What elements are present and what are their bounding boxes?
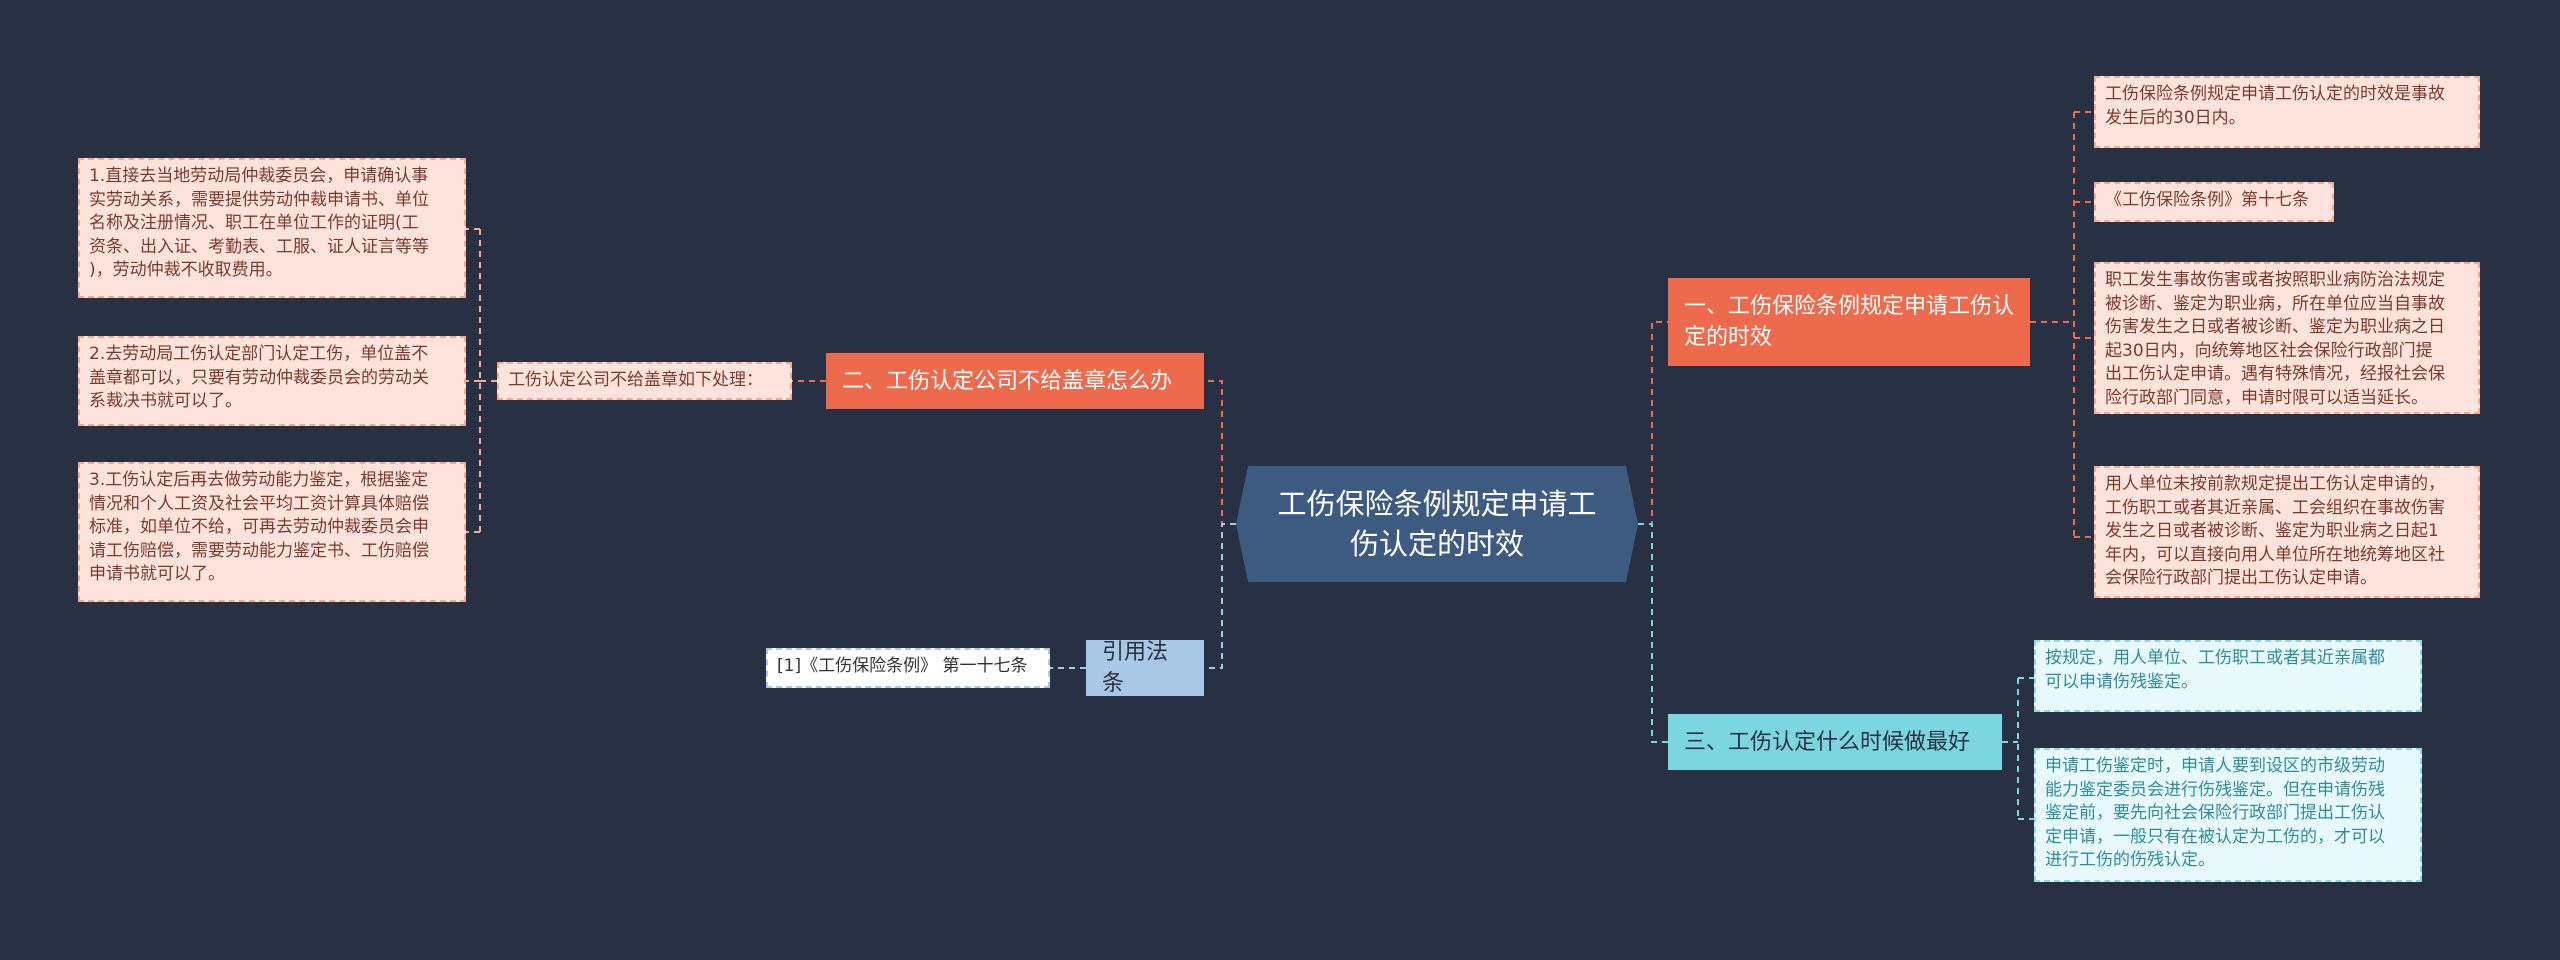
branch-citation[interactable]: 引用法条 xyxy=(1086,640,1204,696)
leaf-no-seal-2[interactable]: 2.去劳动局工伤认定部门认定工伤，单位盖不 盖章都可以，只要有劳动仲裁委员会的劳… xyxy=(78,336,466,426)
connector-root-citation xyxy=(1204,523,1236,669)
connector-branch3-leaves xyxy=(2002,677,2034,820)
leaf-best-time-1[interactable]: 按规定，用人单位、工伤职工或者其近亲属都 可以申请伤残鉴定。 xyxy=(2034,640,2422,712)
connector-sub-leaves xyxy=(466,228,497,533)
connector-root-branch1 xyxy=(1638,321,1668,525)
connector-root-branch3 xyxy=(1638,523,1668,743)
connector-root-branch2 xyxy=(1204,380,1236,525)
leaf-best-time-2[interactable]: 申请工伤鉴定时，申请人要到设区的市级劳动 能力鉴定委员会进行伤残鉴定。但在申请伤… xyxy=(2034,748,2422,882)
branch-best-time[interactable]: 三、工伤认定什么时候做最好 xyxy=(1668,714,2002,770)
sub-topic-no-seal[interactable]: 工伤认定公司不给盖章如下处理： xyxy=(497,362,792,400)
branch-citation-label: 引用法条 xyxy=(1102,640,1169,696)
root-topic-label: 工伤保险条例规定申请工伤认定的时效 xyxy=(1277,487,1597,561)
branch-time-limit-label: 一、工伤保险条例规定申请工伤认定的时效 xyxy=(1684,294,2015,350)
leaf-time-limit-3[interactable]: 职工发生事故伤害或者按照职业病防治法规定 被诊断、鉴定为职业病，所在单位应当自事… xyxy=(2094,262,2480,414)
leaf-citation-1[interactable]: [1]《工伤保险条例》 第一十七条 xyxy=(766,648,1050,688)
leaf-time-limit-1[interactable]: 工伤保险条例规定申请工伤认定的时效是事故 发生后的30日内。 xyxy=(2094,76,2480,148)
leaf-no-seal-3[interactable]: 3.工伤认定后再去做劳动能力鉴定，根据鉴定 情况和个人工资及社会平均工资计算具体… xyxy=(78,462,466,602)
connector-branch1-leaves xyxy=(2030,111,2094,538)
root-topic[interactable]: 工伤保险条例规定申请工伤认定的时效 xyxy=(1236,466,1638,582)
leaf-no-seal-1[interactable]: 1.直接去当地劳动局仲裁委员会，申请确认事 实劳动关系，需要提供劳动仲裁申请书、… xyxy=(78,158,466,298)
branch-time-limit[interactable]: 一、工伤保险条例规定申请工伤认定的时效 xyxy=(1668,278,2030,366)
leaf-time-limit-2[interactable]: 《工伤保险条例》第十七条 xyxy=(2094,182,2334,222)
branch-no-seal-label: 二、工伤认定公司不给盖章怎么办 xyxy=(842,368,1173,394)
branch-best-time-label: 三、工伤认定什么时候做最好 xyxy=(1684,729,1971,755)
branch-no-seal[interactable]: 二、工伤认定公司不给盖章怎么办 xyxy=(826,353,1204,409)
leaf-time-limit-4[interactable]: 用人单位未按前款规定提出工伤认定申请的， 工伤职工或者其近亲属、工会组织在事故伤… xyxy=(2094,466,2480,598)
